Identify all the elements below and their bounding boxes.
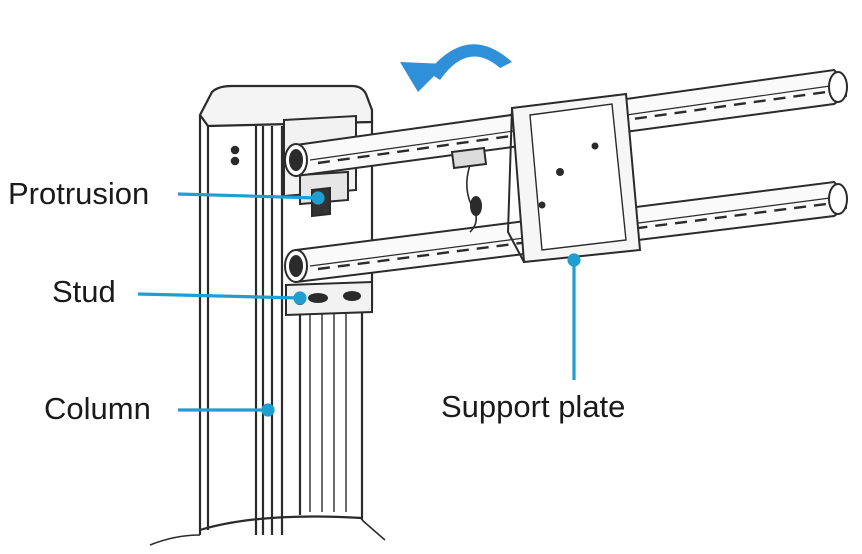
stud-label: Stud bbox=[52, 276, 116, 307]
stud-callout-line bbox=[138, 294, 300, 298]
curved-rotate-arrow-icon bbox=[400, 44, 512, 92]
support-plate-label: Support plate bbox=[441, 391, 625, 422]
column-label: Column bbox=[44, 393, 151, 424]
protrusion-label: Protrusion bbox=[8, 178, 149, 209]
